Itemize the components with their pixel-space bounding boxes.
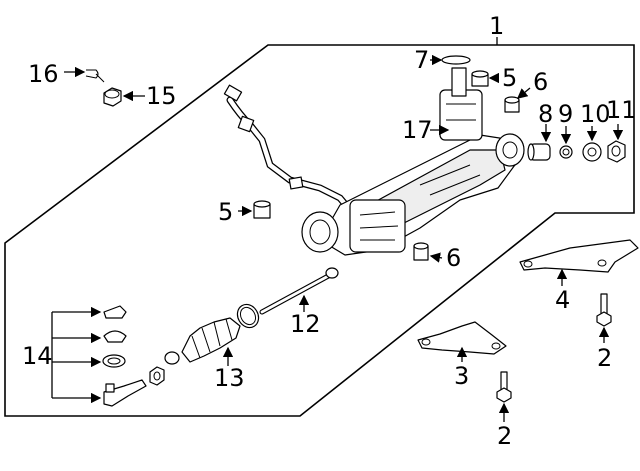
part-3-bracket [417, 321, 507, 362]
part-11-nut [607, 124, 626, 163]
part-2-upper-bolt [596, 293, 612, 343]
callout-5-lower: 5 [218, 198, 233, 226]
part-10-washer [582, 126, 602, 162]
part-8-sleeve [527, 124, 552, 161]
callout-2-lower: 2 [497, 422, 512, 450]
part-9-ring [559, 126, 573, 159]
callout-15: 15 [146, 82, 177, 110]
callout-2-upper: 2 [597, 344, 612, 372]
callout-8: 8 [538, 100, 553, 128]
callout-11: 11 [606, 96, 637, 124]
part-17-motor-unit [430, 67, 483, 141]
part-12-inner-tie-rod [259, 267, 339, 315]
callout-6-lower: 6 [446, 244, 461, 272]
callout-16: 16 [28, 60, 59, 88]
part-16-cable-tie [64, 66, 105, 83]
callout-4: 4 [555, 286, 570, 314]
part-2-lower-bolt [496, 371, 512, 422]
callout-5-upper: 5 [502, 64, 517, 92]
callout-12: 12 [290, 310, 321, 338]
boot-clamp [236, 303, 260, 329]
callout-17: 17 [402, 116, 433, 144]
jam-nut [149, 366, 165, 386]
part-5-upper-bushing [471, 70, 500, 87]
assembly-boundary-frame [4, 44, 635, 417]
callout-7: 7 [414, 46, 429, 74]
part-13-boot [164, 317, 241, 366]
part-7-o-ring [430, 54, 471, 66]
part-6-lower-bushing [413, 242, 443, 263]
part-1-steering-gear-assembly [301, 133, 525, 256]
part-14-tie-rod-end-kit [51, 305, 147, 407]
wiring-harness [223, 84, 354, 214]
callout-6-upper: 6 [533, 68, 548, 96]
part-15-nut [103, 87, 145, 107]
part-5-lower-bushing [238, 200, 271, 219]
callout-3: 3 [454, 362, 469, 390]
callout-9: 9 [558, 100, 573, 128]
callout-10: 10 [580, 100, 611, 128]
part-4-bracket [519, 239, 639, 286]
part-6-upper-bushing [504, 87, 531, 113]
callout-13: 13 [214, 364, 245, 392]
callout-1: 1 [489, 12, 504, 40]
callout-14: 14 [22, 342, 53, 370]
